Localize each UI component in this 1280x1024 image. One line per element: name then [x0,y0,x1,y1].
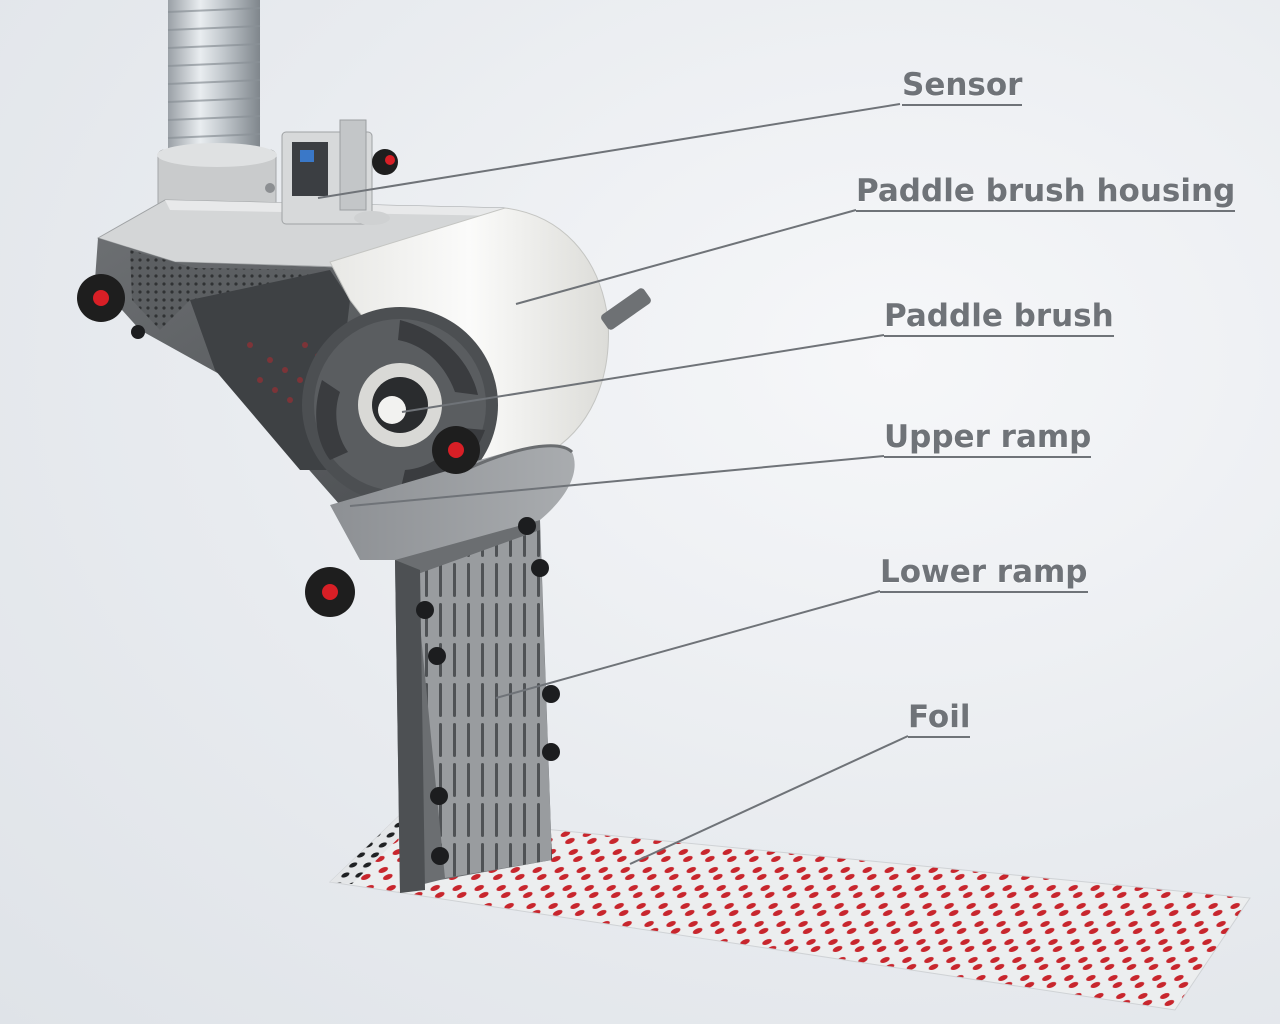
label-paddle-brush-housing: Paddle brush housing [856,176,1236,212]
callout-lines [317,103,909,865]
foil-strip [328,814,1251,1011]
label-foil: Foil [908,702,971,738]
suction-hose [167,0,261,168]
label-lower-ramp: Lower ramp [880,557,1088,593]
label-paddle-brush: Paddle brush [884,301,1114,337]
ramp-bolts [131,325,560,865]
knob-left-lower [305,567,355,617]
sensor-assembly [281,119,398,225]
label-upper-ramp: Upper ramp [884,422,1092,458]
label-sensor: Sensor [902,70,1023,106]
knob-center [432,426,480,474]
upper-ramp [330,444,575,560]
knob-left-upper [77,274,125,322]
lower-ramp [395,520,552,893]
